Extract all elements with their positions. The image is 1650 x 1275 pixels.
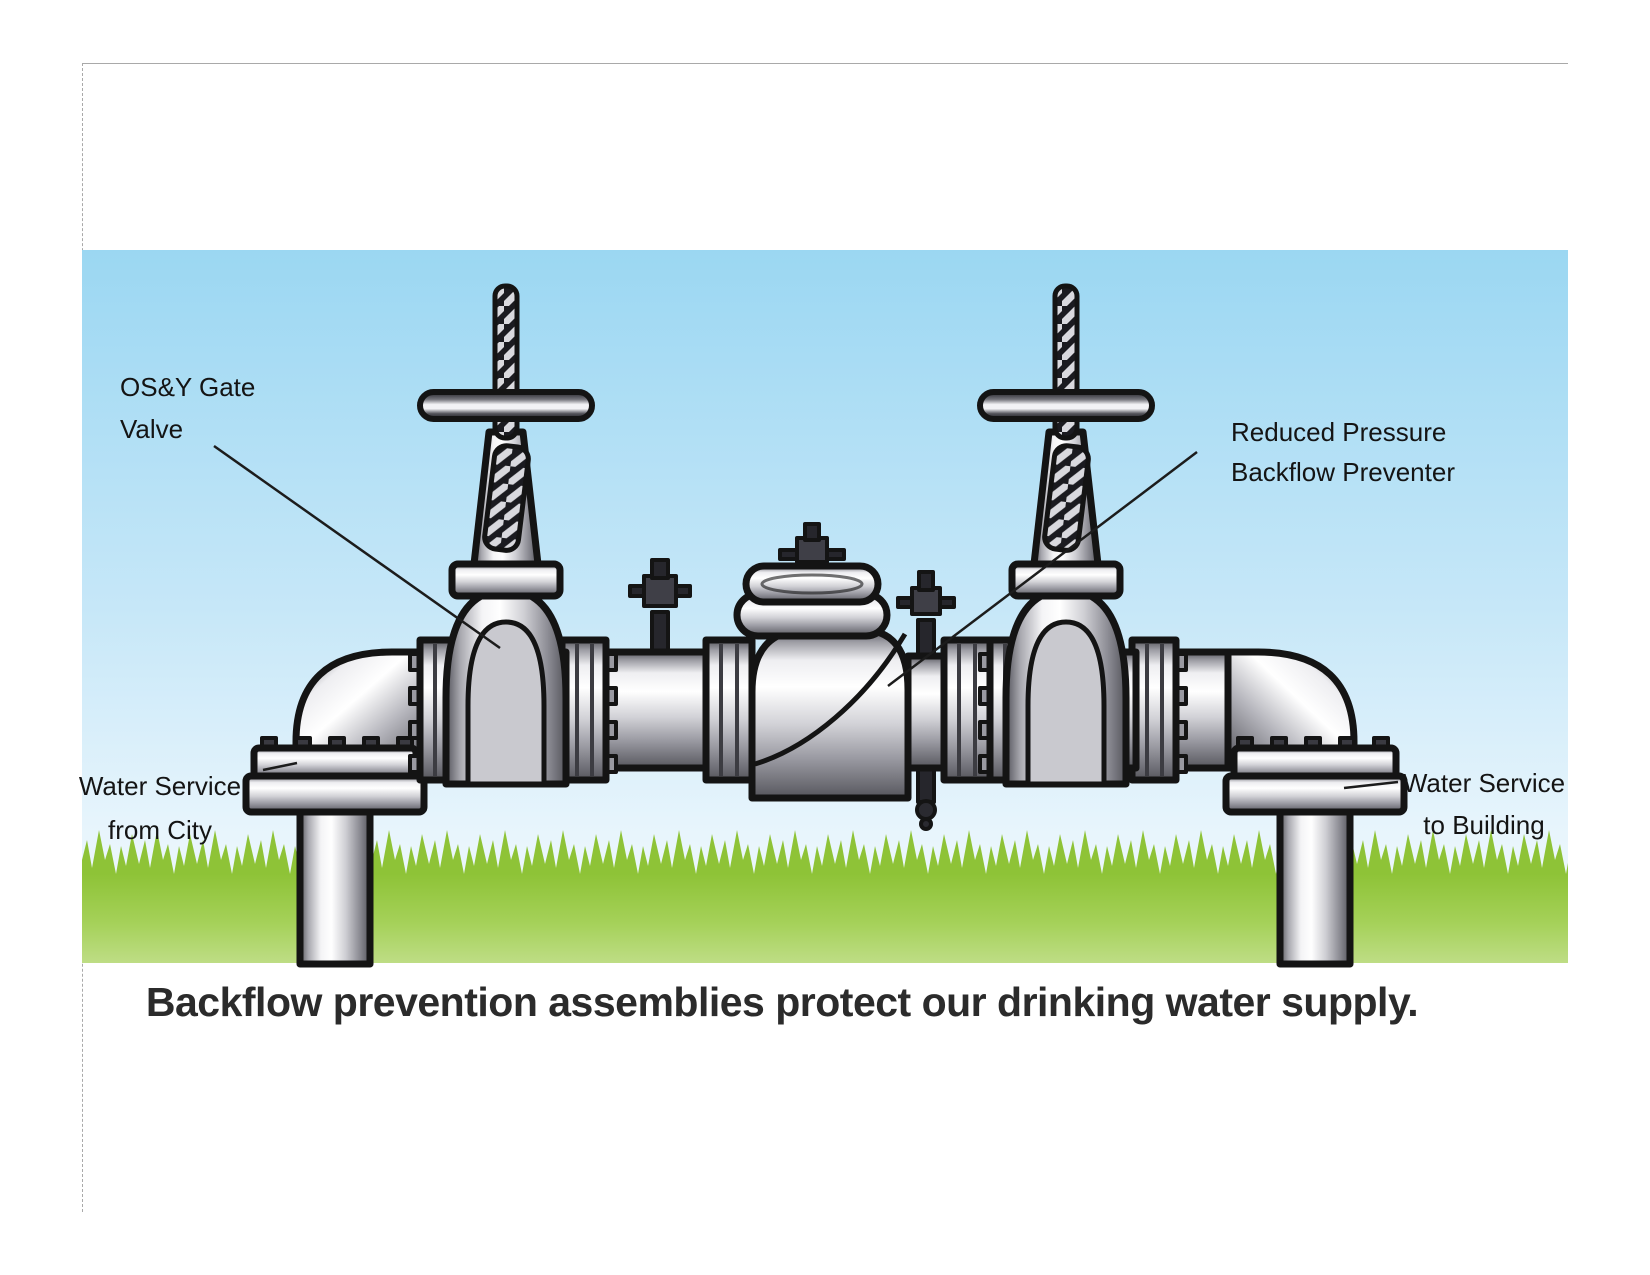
label-line: from City: [108, 815, 212, 845]
leader-line-water-to-building: [1343, 780, 1399, 790]
osy-gate-valve-right: [977, 283, 1188, 788]
piping-assembly: [242, 283, 1408, 968]
pipe-section: [598, 648, 714, 772]
label-line: OS&Y Gate: [120, 372, 256, 402]
label-water-service-to-building: Water Service to Building: [1384, 762, 1584, 846]
test-cock: [628, 558, 692, 608]
valve-bonnet-window: [482, 443, 531, 553]
preventer-body: [748, 626, 912, 802]
test-cock: [896, 570, 956, 616]
label-water-service-from-city: Water Service from City: [60, 764, 260, 852]
label-line: Water Service: [1402, 768, 1566, 798]
relief-valve-drain: [915, 799, 937, 831]
valve-handwheel: [977, 389, 1155, 422]
reduced-pressure-backflow-preventer: [733, 522, 912, 802]
right-flange-coupling: [1222, 736, 1408, 816]
valve-body-dome-inner: [1025, 619, 1107, 787]
leader-lines: [213, 444, 1399, 790]
leader-line-osy-gate-valve: [213, 444, 501, 650]
label-line: Water Service: [78, 771, 242, 801]
valve-handwheel: [417, 389, 595, 422]
valve-bonnet-flange: [448, 560, 564, 600]
leader-line-water-from-city: [262, 761, 298, 772]
valve-body-dome-inner: [465, 619, 547, 787]
label-osy-gate-valve: OS&Y Gate Valve: [120, 366, 255, 450]
page-top-border: [82, 63, 1568, 64]
label-line: Reduced Pressure: [1231, 417, 1447, 447]
label-line: Backflow Preventer: [1231, 457, 1455, 487]
label-reduced-pressure-backflow-preventer: Reduced Pressure Backflow Preventer: [1231, 412, 1455, 492]
left-flange-coupling: [242, 736, 428, 816]
preventer-cap-disc: [742, 562, 882, 606]
leader-line-reduced-pressure: [887, 451, 1198, 687]
label-line: to Building: [1423, 810, 1545, 840]
valve-bonnet-window: [1042, 443, 1091, 553]
osy-gate-valve-left: [408, 283, 618, 788]
preventer-body-seam: [754, 632, 908, 767]
diagram-caption: Backflow prevention assemblies protect o…: [145, 979, 1419, 1025]
connector-flange: [702, 636, 756, 784]
preventer-cap-detail: [760, 573, 864, 595]
label-line: Valve: [120, 414, 184, 444]
